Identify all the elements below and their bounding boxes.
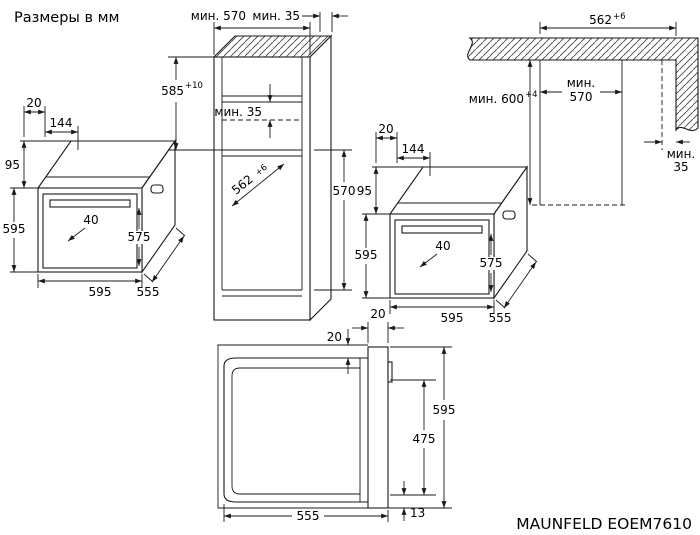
oven-left-dim-depth	[151, 235, 185, 283]
dim-label-top-gap: 20	[327, 330, 342, 344]
dim-label-wall-gap-prefix: мин.	[667, 147, 696, 161]
dim-label-oven-right-front-height: 95	[357, 184, 372, 198]
oven-left-view: 20 144 95 595 40 575 595 555	[3, 96, 186, 299]
dim-label-column-niche-height: 585	[161, 84, 184, 98]
column-shelves	[222, 95, 302, 297]
dim-label-oven-left-front-height: 95	[5, 158, 20, 172]
dim-label-worktop-min-height: мин. 600	[469, 92, 524, 106]
dim-label-worktop-min-width-prefix: мин.	[567, 76, 596, 90]
oven-left-handle	[49, 199, 131, 208]
dim-label-oven-left-width: 595	[89, 285, 112, 299]
oven-left-dim-door-leader	[67, 227, 86, 242]
door-thickness-extensions	[367, 322, 389, 343]
label-backing	[478, 257, 504, 270]
dim-label-oven-right-width: 595	[441, 311, 464, 325]
niche-outline	[217, 344, 390, 509]
dim-label-worktop-min-height-tol: +4	[525, 90, 538, 100]
dim-label-worktop-depth: 562	[589, 13, 612, 27]
oven-body-outline	[223, 357, 368, 503]
label-backing	[126, 231, 152, 244]
dim-label-wall-gap-value: 35	[673, 160, 688, 174]
oven-right-dim-depth	[503, 261, 537, 309]
cabinet-column-view: мин. 35 585 +10 570 562 +6 мин. 570 мин.…	[161, 9, 356, 322]
oven-left-side-latch	[150, 184, 164, 194]
dim-label-side-depth: 555	[297, 509, 320, 523]
dim-label-column-lower-niche-height: 570	[333, 184, 356, 198]
column-dim-niche-depth	[231, 163, 285, 207]
dim-label-worktop-min-width-value: 570	[570, 90, 593, 104]
dim-label-column-niche-height-tol: +10	[185, 81, 203, 91]
dim-label-oven-left-door-offset: 40	[83, 213, 98, 227]
column-side-face	[309, 34, 332, 322]
undercounter-view: мин. 600 +4 мин. 570 562 +6 мин. 35	[467, 12, 699, 206]
niche-side-lines	[539, 60, 623, 205]
dim-label-oven-left-height: 595	[3, 222, 26, 236]
dim-label-oven-right-door-offset: 40	[435, 239, 450, 253]
dim-label-oven-left-top-offset: 20	[26, 96, 41, 110]
dim-label-oven-right-panel-width: 144	[402, 142, 425, 156]
side-section-view: 20 20 595 475 13 555	[218, 307, 455, 523]
oven-body-inner-line	[231, 367, 360, 495]
dim-label-side-inner-height: 475	[413, 432, 436, 446]
dim-label-column-top-gap: мин. 35	[252, 9, 300, 23]
dim-label-oven-right-top-offset: 20	[378, 122, 393, 136]
oven-right-side-latch	[502, 210, 516, 220]
dim-label-column-min-width: мин. 570	[191, 9, 246, 23]
dim-label-oven-left-panel-width: 144	[50, 116, 73, 130]
dim-label-door-thickness: 20	[370, 307, 385, 321]
dim-label-bottom-gap: 13	[410, 506, 425, 520]
page-title: Размеры в мм	[14, 10, 120, 26]
model-label: MAUNFELD EOEM7610	[516, 515, 692, 533]
dim-label-oven-right-height: 595	[355, 248, 378, 262]
height-extensions	[390, 346, 452, 509]
oven-door-section	[367, 346, 389, 509]
column-top-gap-extensions	[319, 12, 333, 32]
dim-label-oven-left-depth: 555	[137, 285, 160, 299]
worktop-and-wall	[467, 37, 699, 132]
oven-right-view: 20 144 95 595 40 575 595 555	[355, 122, 538, 325]
dim-label-oven-right-inner-height: 575	[480, 256, 503, 270]
dim-label-side-height: 595	[433, 403, 456, 417]
oven-right-handle	[401, 225, 483, 234]
oven-right-dim-door-leader	[419, 253, 438, 268]
dim-label-worktop-depth-tol: +6	[613, 12, 626, 22]
dim-label-oven-right-depth: 555	[489, 311, 512, 325]
dim-label-oven-left-inner-height: 575	[128, 230, 151, 244]
oven-door-handle-section	[387, 361, 393, 383]
dim-label-column-vent-gap: мин. 35	[214, 105, 262, 119]
